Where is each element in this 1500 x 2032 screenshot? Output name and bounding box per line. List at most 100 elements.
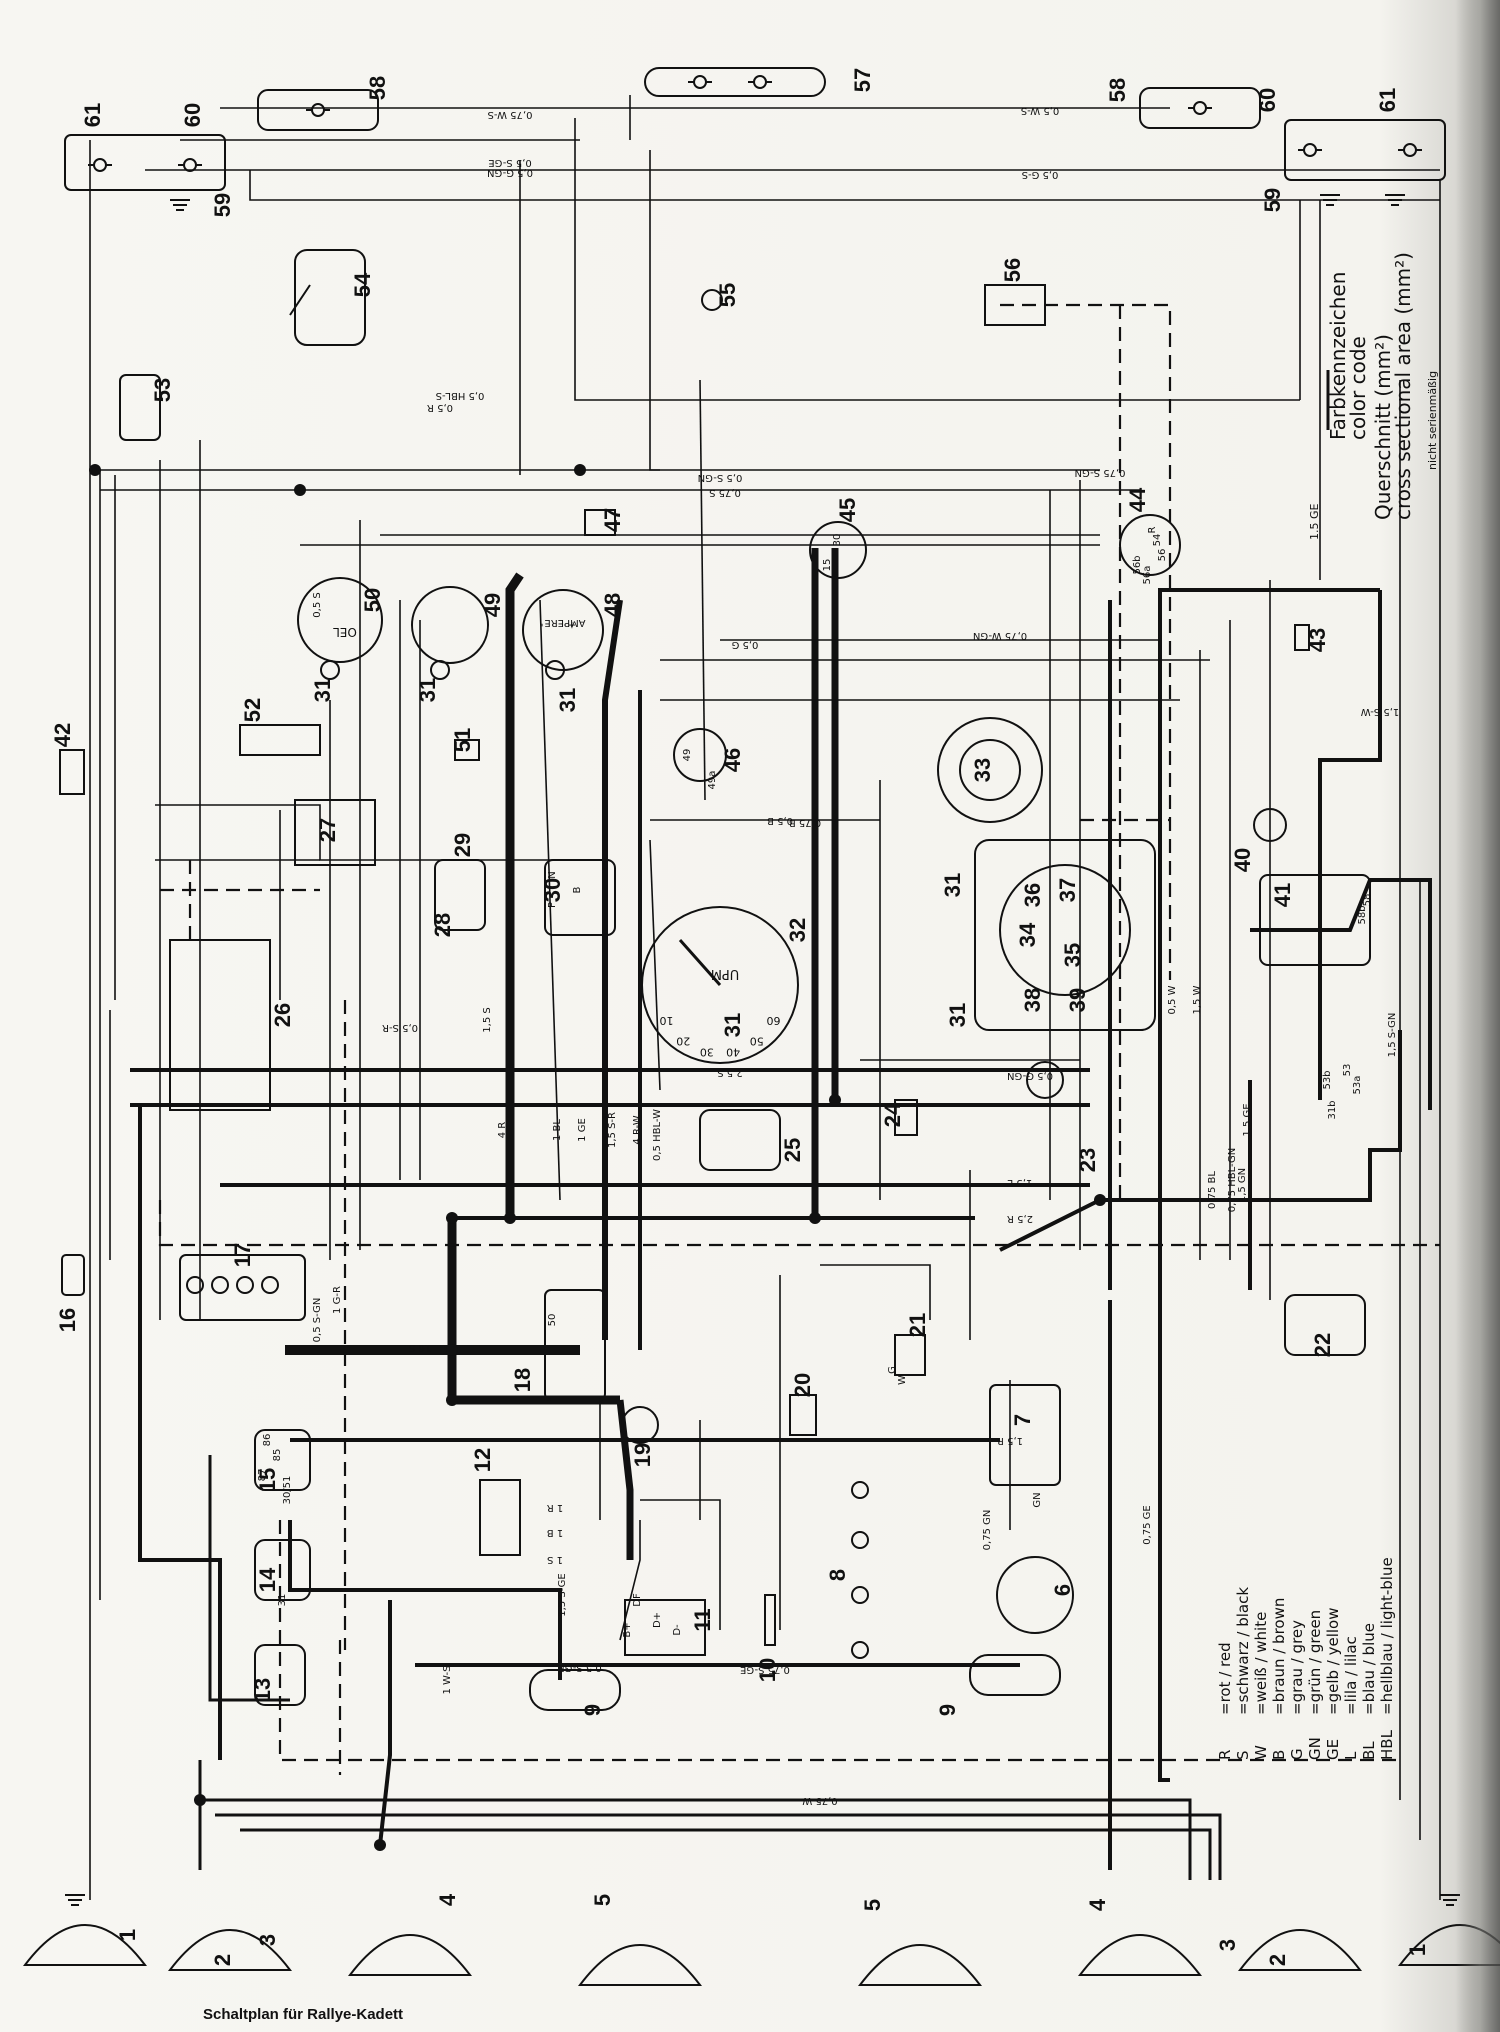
wire-thin-21 — [539, 599, 561, 1201]
component-24-sender — [894, 1099, 918, 1136]
cluster-speedo-dial — [999, 864, 1131, 996]
junction-dot-6 — [1094, 1194, 1106, 1206]
terminal-label: 53b — [1322, 1070, 1333, 1089]
terminal-label: + — [567, 621, 578, 629]
component-number-45: 45 — [835, 498, 860, 522]
spark-plug-icon-1 — [851, 1531, 869, 1549]
wire-label: 1 R — [547, 1502, 564, 1513]
component-number-56: 56 — [1000, 258, 1025, 282]
ground-symbol-icon — [170, 199, 190, 211]
wire-label: 0,75 S-GN — [1075, 467, 1126, 478]
wire-label: 0,75 HBL-GN — [1227, 1148, 1238, 1212]
junction-dot-11 — [574, 464, 586, 476]
legend-code-G: G — [1288, 1748, 1306, 1760]
component-29-switch — [434, 859, 486, 931]
wire-label: 0,5 W — [1167, 985, 1178, 1014]
legend-text-HBL: =hellblau / light-blue — [1378, 1557, 1396, 1715]
wire-label: 1 BL — [552, 1119, 563, 1141]
component-number-31: 31 — [415, 678, 440, 702]
component-32-tachometer — [641, 906, 799, 1064]
junction-dot-3 — [446, 1344, 458, 1356]
wire-label: 4 R — [497, 1122, 508, 1139]
component-number-3: 3 — [255, 1934, 280, 1946]
component-20-switch — [789, 1394, 817, 1436]
headlamp-shape-1 — [167, 1929, 293, 1971]
component-9-horn-right — [969, 1654, 1061, 1696]
component-number-12: 12 — [470, 1448, 495, 1472]
wire-thin-6 — [249, 170, 1440, 201]
component-number-31: 31 — [940, 873, 965, 897]
wire-15w-down — [1158, 1300, 1170, 1782]
component-16-plug — [61, 1254, 85, 1296]
headlamp-shape-6 — [1237, 1929, 1363, 1971]
legend-code-R: R — [1216, 1750, 1234, 1760]
component-34-39-cluster — [974, 839, 1156, 1031]
legend-sample-label: 1.5 GE — [1308, 503, 1321, 540]
tach-scale-label: 60 — [766, 1014, 780, 1027]
component-12-generator — [479, 1479, 521, 1556]
legend-code-W: W — [1252, 1745, 1270, 1760]
legend-code-GE: GE — [1324, 1739, 1342, 1760]
legend-code-S: S — [1234, 1750, 1252, 1760]
component-13-relay — [254, 1644, 306, 1706]
component-40-horn-switch — [1253, 808, 1287, 842]
component-46-flasher — [673, 728, 727, 782]
bulb-icon — [748, 75, 772, 89]
tach-label: UPM — [711, 966, 740, 981]
headlamp-shape-5 — [1077, 1934, 1203, 1976]
wire-label: 0,5 G-GN — [487, 167, 533, 178]
wire-075b — [215, 1813, 1222, 1880]
wire-label: 1,5 R — [997, 1435, 1023, 1446]
bulb-icon — [88, 158, 112, 172]
component-30-starter-switch — [544, 859, 616, 936]
component-number-23: 23 — [1075, 1148, 1100, 1172]
battery-cell-icon-2 — [236, 1276, 254, 1294]
gauge-lamp-icon-2 — [545, 660, 565, 680]
wire-thin-50 — [820, 1264, 931, 1320]
component-number-35: 35 — [1060, 943, 1085, 967]
component-43-fuse — [1294, 624, 1310, 651]
legend-text-GE: =gelb / yellow — [1324, 1608, 1342, 1715]
terminal-label: 54 — [1152, 534, 1163, 547]
wire-label: 1 W-S — [442, 1666, 453, 1695]
legend-text-S: =schwarz / black — [1234, 1587, 1252, 1715]
tach-scale-label: 30 — [700, 1046, 714, 1059]
terminal-label: - — [537, 623, 548, 627]
component-49-clock — [411, 586, 489, 664]
component-9-horn-left — [529, 1669, 621, 1711]
wire-thin-8 — [574, 118, 1300, 401]
junction-dot-9 — [89, 464, 101, 476]
wire-dashed-6 — [278, 1520, 1400, 1762]
component-number-27: 27 — [315, 818, 340, 842]
tach-scale-label: 20 — [676, 1034, 690, 1047]
component-number-36: 36 — [1020, 883, 1045, 907]
wire-dim-a — [1318, 590, 1382, 1100]
spark-plug-icon-3 — [851, 1641, 869, 1659]
component-7-ignition-coil — [989, 1384, 1061, 1486]
component-number-58: 58 — [365, 76, 390, 100]
terminal-label: 56a — [1142, 566, 1153, 585]
wire-label: 0,5 W-S — [1021, 105, 1060, 116]
component-number-59: 59 — [210, 193, 235, 217]
legend-code-BL: BL — [1360, 1741, 1378, 1760]
component-number-11: 11 — [690, 1608, 715, 1631]
wire-label: 0,5 S-GN — [312, 1298, 323, 1343]
component-number-2: 2 — [210, 1954, 235, 1966]
wire-label: 1,5 S-R — [607, 1112, 618, 1148]
tach-needle — [678, 939, 722, 986]
component-44-light-switch — [1119, 514, 1181, 576]
battery-cell-icon-1 — [211, 1276, 229, 1294]
component-number-8: 8 — [825, 1569, 850, 1581]
wire-15ge-right — [1250, 878, 1432, 1110]
wire-label: 1 G-R — [332, 1286, 343, 1314]
bulb-icon — [1298, 143, 1322, 157]
component-number-28: 28 — [430, 913, 455, 937]
component-number-44: 44 — [1125, 487, 1150, 512]
component-33-connector — [937, 717, 1043, 823]
terminal-label: 31b — [1327, 1100, 1338, 1119]
junction-dot-0 — [446, 1212, 458, 1224]
wire-thin-16 — [155, 804, 560, 861]
wire-label: 0,5 B — [767, 815, 793, 826]
terminal-label: D- — [672, 1624, 683, 1636]
